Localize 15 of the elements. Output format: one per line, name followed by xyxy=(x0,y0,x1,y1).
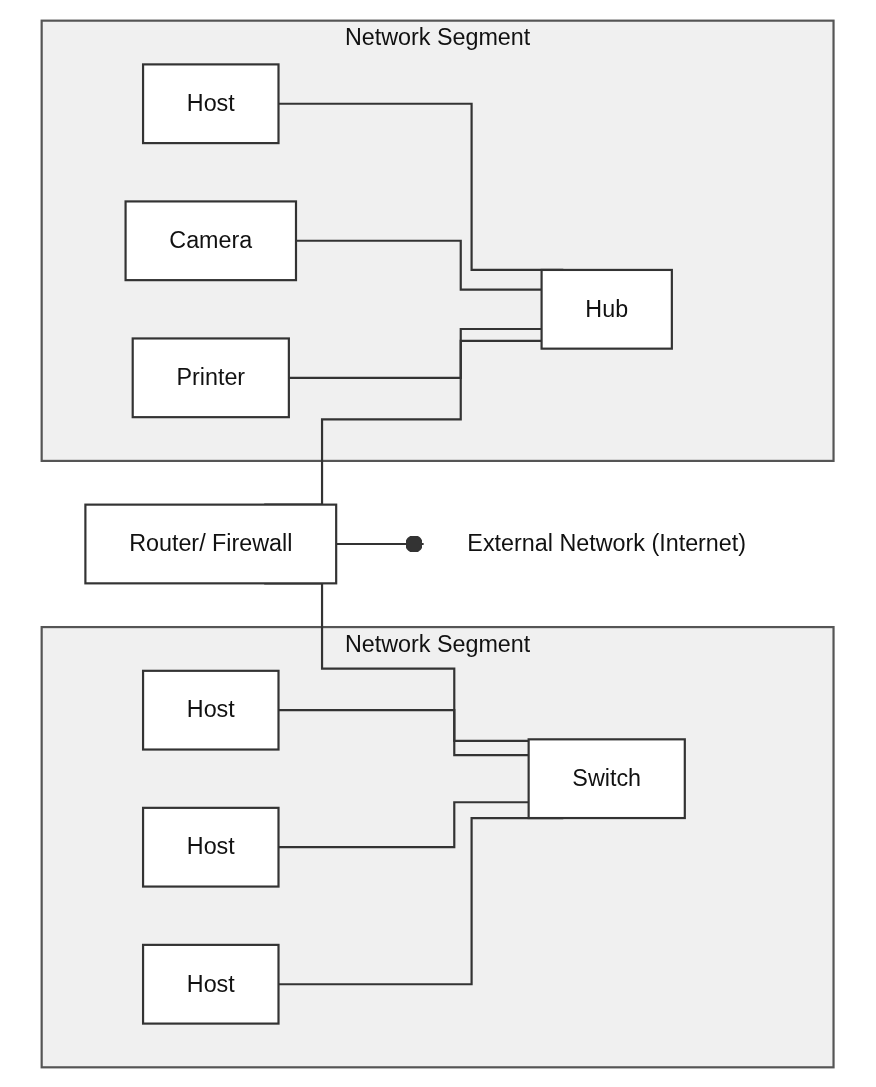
node-box: Host xyxy=(142,943,280,1025)
node-box: Host xyxy=(142,806,280,888)
connector xyxy=(296,239,542,291)
node-box: Switch xyxy=(527,737,687,819)
connector xyxy=(278,800,530,848)
node-box: Camera xyxy=(124,199,298,281)
node-box: Host xyxy=(142,62,280,144)
node-box: Printer xyxy=(132,336,291,418)
node-box: Hub xyxy=(540,268,674,350)
connector xyxy=(278,708,530,756)
node-text: External Network (Internet) xyxy=(467,530,747,556)
connector xyxy=(336,534,425,553)
node-box: Router/ Firewall xyxy=(84,503,338,584)
connector xyxy=(289,327,542,379)
node-box: Host xyxy=(142,669,280,751)
